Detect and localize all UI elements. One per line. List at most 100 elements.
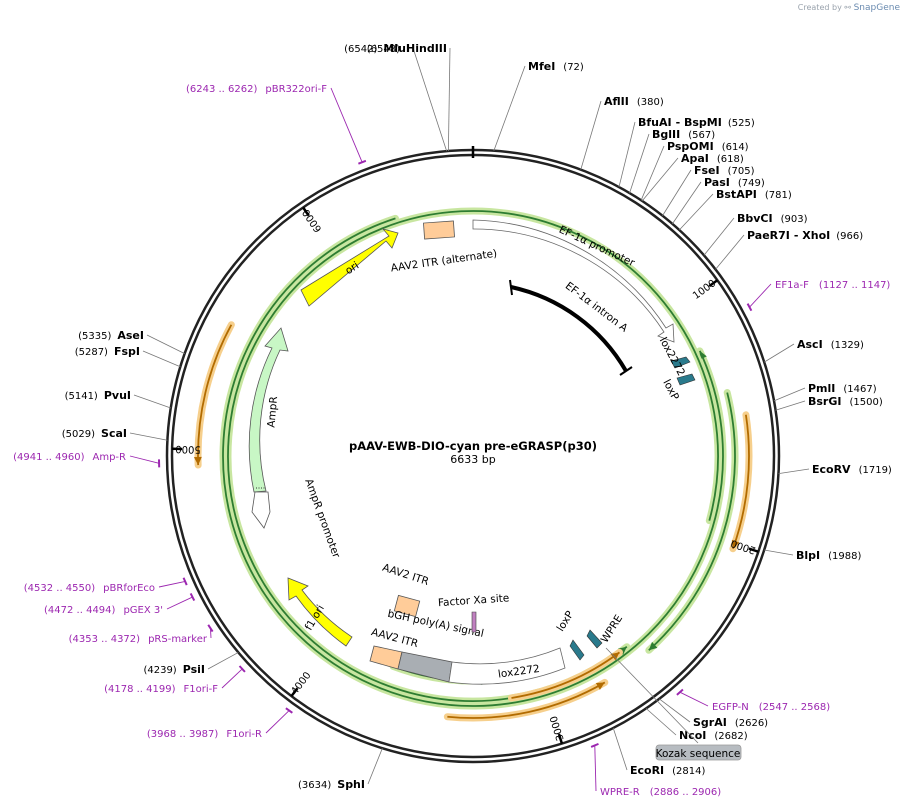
site-name: PsiI <box>183 663 205 676</box>
site-bstapi[interactable]: BstAPI(781) <box>716 188 792 201</box>
feature-ef1a-intron-a-label: EF-1α intron A <box>563 280 631 335</box>
primer-prs-marker[interactable]: pRS-marker(4353 .. 4372) <box>69 634 208 645</box>
site-hindiii[interactable]: HindIII(6548) <box>367 42 447 55</box>
primer-f1ori-f[interactable]: F1ori-F(4178 .. 4199) <box>104 684 218 695</box>
feature-aav2-itr-2[interactable] <box>369 645 403 670</box>
site-bglii[interactable]: BglII (567) <box>652 128 715 141</box>
primer-leader-pbrforeco <box>158 580 186 588</box>
primer-range: (4178 .. 4199) <box>104 684 176 695</box>
site-aflii[interactable]: AflII(380) <box>604 95 664 108</box>
site-position: (705) <box>728 166 755 177</box>
orange-arc-bottom-2-arrowhead <box>595 682 605 690</box>
site-leader-psii <box>207 652 239 670</box>
site-position: (380) <box>637 97 664 108</box>
site-leader-pasi <box>672 181 702 225</box>
site-pmli[interactable]: PmlI(1467) <box>808 382 877 395</box>
site-ncoi[interactable]: NcoI(2682) <box>679 729 748 742</box>
feature-ampr-promoter[interactable] <box>251 491 271 529</box>
site-leader-paer7i <box>715 234 745 270</box>
site-pspomi[interactable]: PspOMI(614) <box>667 140 749 153</box>
feature-ef1a-promoter[interactable] <box>472 219 675 343</box>
feature-f1-ori[interactable] <box>287 577 353 647</box>
site-position: (6542) <box>344 44 377 55</box>
primer-pbrforeco[interactable]: pBRforEco(4532 .. 4550) <box>24 583 155 594</box>
primer-f1ori-r[interactable]: F1ori-R(3968 .. 3987) <box>147 729 262 740</box>
feature-aav2-itr-lower[interactable] <box>393 594 421 618</box>
site-name: BfuAI <box>638 116 672 129</box>
site-mfei[interactable]: MfeI(72) <box>528 60 584 73</box>
site-sgrai[interactable]: SgrAI(2626) <box>693 716 768 729</box>
site-leader-hindiii <box>447 47 451 151</box>
feature-loxp-lower-label: loxP <box>555 609 577 634</box>
site-fsei[interactable]: FseI(705) <box>694 164 755 177</box>
kozak-box[interactable] <box>655 744 742 761</box>
feature-factor-xa-label: Factor Xa site <box>438 592 510 609</box>
feature-ampr[interactable] <box>248 327 289 493</box>
feature-aav2-itr-lower-label: AAV2 ITR <box>381 562 430 588</box>
site-name: EcoRI <box>630 764 664 777</box>
primer-egfp-n[interactable]: EGFP-N(2547 .. 2568) <box>712 702 830 713</box>
orange-arc-left[interactable] <box>197 324 233 466</box>
primer-wpre-r[interactable]: WPRE-R(2886 .. 2906) <box>600 787 721 798</box>
primer-leader-wpre-r <box>594 745 597 792</box>
feature-aav2-itr-alternate[interactable] <box>423 220 455 240</box>
green-arc-outer-right[interactable] <box>648 392 736 651</box>
site-fspi[interactable]: FspI(5287) <box>75 345 140 358</box>
green-arc-ef1a-arrowhead <box>699 350 707 360</box>
site-pasi[interactable]: PasI(749) <box>704 176 765 189</box>
feature-loxp-lower[interactable] <box>569 639 585 661</box>
feature-wpre[interactable] <box>448 647 566 685</box>
primer-range: (4353 .. 4372) <box>69 634 141 645</box>
primer-pbr322ori-f[interactable]: pBR322ori-F(6243 .. 6262) <box>186 84 327 95</box>
primer-ef1a-f[interactable]: EF1a-F(1127 .. 1147) <box>775 280 890 291</box>
site-paer7i[interactable]: PaeR7I- XhoI(966) <box>747 229 863 242</box>
feature-loxp-upper[interactable] <box>676 373 696 386</box>
site-blpi[interactable]: BlpI(1988) <box>796 549 861 562</box>
site-leader-pmli <box>773 387 806 402</box>
primer-pgex-3[interactable]: pGEX 3'(4472 .. 4494) <box>44 605 163 616</box>
site-mlui[interactable]: MluI(6542) <box>344 42 410 55</box>
site-name: BlpI <box>796 549 820 562</box>
green-arc-ef1a[interactable] <box>222 217 724 707</box>
site-leader-scai <box>129 432 168 441</box>
primer-leader-amp-r <box>129 455 160 464</box>
site-psii[interactable]: PsiI(4239) <box>143 663 205 676</box>
site-apai[interactable]: ApaI(618) <box>681 152 744 165</box>
site-position: (567) <box>688 130 715 141</box>
site-name: ScaI <box>101 427 127 440</box>
site-bsrgi[interactable]: BsrGI(1500) <box>808 395 883 408</box>
green-arc-inner-right[interactable] <box>227 210 719 702</box>
site-asei[interactable]: AseI(5335) <box>78 329 144 342</box>
site-ecorv[interactable]: EcoRV(1719) <box>812 463 892 476</box>
orange-arc-bottom-1[interactable] <box>511 651 621 699</box>
site-pvui[interactable]: PvuI(5141) <box>65 389 131 402</box>
site-sphi[interactable]: SphI(3634) <box>298 778 365 791</box>
site-scai[interactable]: ScaI(5029) <box>62 427 127 440</box>
site-bbvci[interactable]: BbvCI(903) <box>737 212 808 225</box>
site-leader-asci <box>764 343 795 363</box>
site-bfuai[interactable]: BfuAI- BspMI(525) <box>638 116 755 129</box>
primer-leader-ef1a-f <box>749 283 772 308</box>
site-asci[interactable]: AscI(1329) <box>797 338 864 351</box>
orange-arc-bottom-2[interactable] <box>447 681 606 719</box>
feature-ori[interactable] <box>300 228 399 307</box>
site-name: NcoI <box>679 729 706 742</box>
tick-label-1000: 1000 <box>691 278 718 302</box>
site-ecori[interactable]: EcoRI(2814) <box>630 764 706 777</box>
tick-label-5000: 5000 <box>175 443 201 455</box>
site-position: (618) <box>717 154 744 165</box>
plasmid-name: pAAV-EWB-DIO-cyan pre-eGRASP(p30) <box>349 439 597 453</box>
orange-arc-right[interactable] <box>732 414 750 550</box>
feature-ef1a-intron-a[interactable] <box>510 285 628 373</box>
site-leader-mlui <box>412 47 448 152</box>
primer-amp-r[interactable]: Amp-R(4941 .. 4960) <box>13 452 126 463</box>
site-position: (5141) <box>65 391 98 402</box>
site-name: BstAPI <box>716 188 757 201</box>
site-name: AscI <box>797 338 823 351</box>
feature-factor-xa-site[interactable] <box>471 611 477 633</box>
site-name: BglII <box>652 128 680 141</box>
site-leader-ecori <box>612 727 628 771</box>
site-name-2: - BspMI <box>676 116 722 129</box>
feature-lox2272-upper[interactable] <box>670 356 691 369</box>
feature-lox2272-lower[interactable] <box>586 629 603 649</box>
